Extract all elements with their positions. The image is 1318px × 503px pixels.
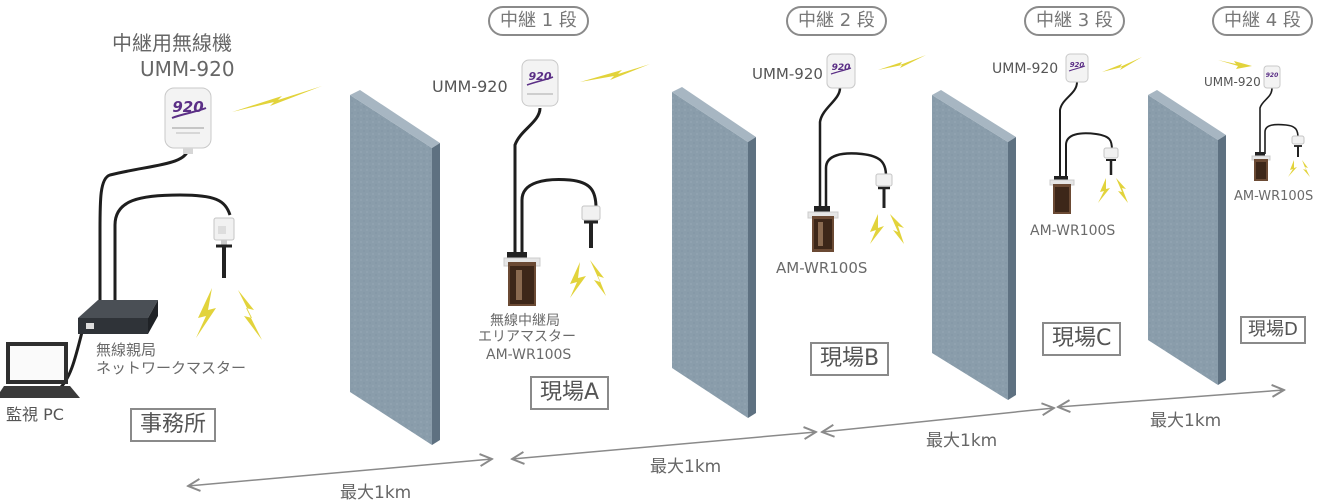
distance-label-3: 最大1km bbox=[926, 431, 998, 451]
stage3-repeater-icon: 920 bbox=[1065, 53, 1089, 83]
stage2-repeater-model: UMM-920 bbox=[752, 65, 823, 83]
distance-label-2: 最大1km bbox=[650, 457, 722, 477]
wall-4 bbox=[1148, 90, 1226, 385]
monitor-pc-label: 監視 PC bbox=[6, 405, 64, 424]
hq-network-master-line1: 無線親局 bbox=[96, 341, 157, 359]
site-label-a: 現場A bbox=[530, 376, 610, 410]
stage3-area-master-icon bbox=[1049, 176, 1075, 214]
svg-text:920: 920 bbox=[1070, 61, 1085, 69]
site-label-b: 現場B bbox=[810, 342, 890, 376]
stage2-cables bbox=[818, 87, 888, 210]
stage4-master-model: AM-WR100S bbox=[1234, 189, 1314, 204]
wall-1 bbox=[350, 90, 440, 445]
hq-network-master-line2: ネットワークマスター bbox=[96, 359, 247, 377]
stage3-cables bbox=[1059, 81, 1113, 178]
monitor-pc-icon bbox=[0, 342, 80, 398]
radio-wave-bolts bbox=[196, 55, 1310, 340]
stage4-area-master-icon bbox=[1251, 152, 1271, 181]
stage1-master-line2: エリアマスター bbox=[478, 329, 576, 345]
site-label-c: 現場C bbox=[1042, 322, 1122, 356]
stage3-antenna-icon bbox=[1103, 147, 1119, 175]
hq-network-master-icon bbox=[78, 300, 158, 334]
stage1-repeater-model: UMM-920 bbox=[432, 77, 508, 96]
stage2-repeater-icon: 920 bbox=[826, 53, 856, 89]
stage4-antenna-icon bbox=[1291, 135, 1305, 157]
stage4-repeater-model: UMM-920 bbox=[1204, 75, 1261, 89]
distance-arrow-4 bbox=[1058, 390, 1284, 407]
stage1-master-line1: 無線中継局 bbox=[490, 313, 560, 329]
hq-repeater-title: 中継用無線機 bbox=[112, 31, 232, 55]
stage2-badge: 中継 2 段 bbox=[786, 6, 887, 36]
hq-antenna-icon bbox=[213, 217, 235, 278]
distance-label-1: 最大1km bbox=[340, 483, 412, 503]
distance-arrow-2 bbox=[512, 432, 816, 459]
svg-text:920: 920 bbox=[832, 63, 851, 73]
site-label-office: 事務所 bbox=[130, 408, 217, 442]
stage2-antenna-icon bbox=[875, 173, 893, 208]
wall-3 bbox=[932, 90, 1016, 400]
distance-arrow-1 bbox=[188, 459, 492, 486]
hq-repeater-icon: 920 bbox=[164, 87, 212, 154]
stage3-master-model: AM-WR100S bbox=[1030, 223, 1116, 239]
stage1-master-line3: AM-WR100S bbox=[486, 347, 572, 363]
svg-text:920: 920 bbox=[1266, 72, 1279, 79]
stage1-antenna-icon bbox=[581, 205, 601, 248]
stage2-area-master-icon bbox=[807, 206, 839, 252]
stage1-area-master-icon bbox=[503, 252, 541, 306]
hq-repeater-model: UMM-920 bbox=[140, 57, 235, 81]
stage1-cables bbox=[513, 107, 598, 255]
stage3-repeater-model: UMM-920 bbox=[992, 61, 1059, 77]
distance-arrows bbox=[188, 390, 1284, 486]
stage2-master-model: AM-WR100S bbox=[776, 259, 868, 277]
site-label-d: 現場D bbox=[1240, 316, 1306, 344]
wall-2 bbox=[672, 87, 756, 418]
stage4-cables bbox=[1259, 87, 1299, 154]
distance-label-4: 最大1km bbox=[1150, 411, 1222, 431]
stage1-repeater-icon: 920 bbox=[521, 59, 559, 107]
distance-arrow-3 bbox=[822, 408, 1054, 432]
stage1-badge: 中継 1 段 bbox=[488, 6, 589, 36]
stage4-badge: 中継 4 段 bbox=[1212, 6, 1313, 36]
stage3-badge: 中継 3 段 bbox=[1024, 6, 1125, 36]
stage4-repeater-icon: 920 bbox=[1263, 65, 1281, 89]
